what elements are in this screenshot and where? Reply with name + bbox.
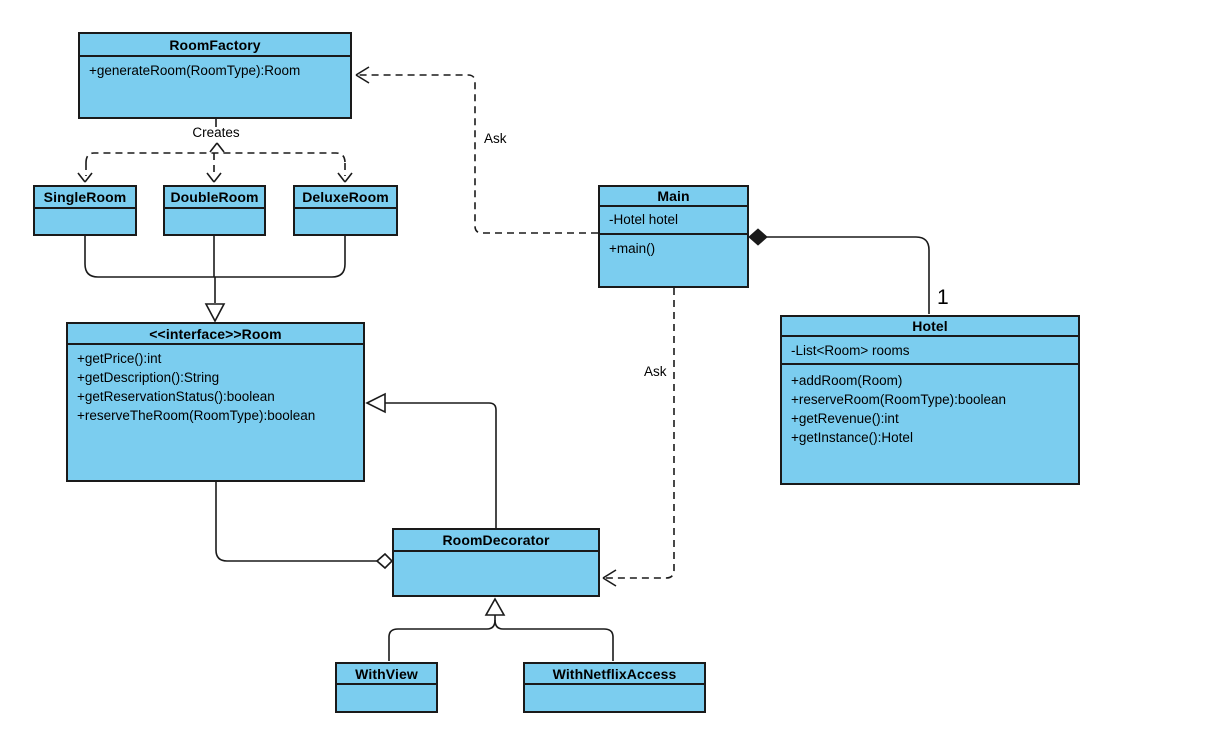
- class-double-room-body: [165, 207, 264, 234]
- class-single-room-title: SingleRoom: [43, 189, 127, 205]
- class-room-interface-title: <<interface>>Room: [149, 325, 282, 342]
- method: +main(): [609, 241, 656, 256]
- composition-main-hotel: [748, 228, 930, 314]
- class-room-decorator-title: RoomDecorator: [442, 532, 550, 548]
- class-main-methods: +main(): [600, 233, 747, 286]
- class-single-room-body: [35, 207, 135, 234]
- label-ask-factory: Ask: [484, 131, 507, 146]
- class-double-room[interactable]: DoubleRoom: [163, 185, 266, 236]
- class-deluxe-room-title: DeluxeRoom: [302, 189, 389, 205]
- class-with-netflix-access[interactable]: WithNetflixAccess: [523, 662, 706, 713]
- class-hotel-methods: +addRoom(Room) +reserveRoom(RoomType):bo…: [782, 363, 1078, 483]
- class-room-factory-title: RoomFactory: [169, 36, 261, 53]
- aggregation-roomdecorator-room: [215, 482, 394, 570]
- class-with-view-title: WithView: [355, 665, 418, 682]
- method: +reserveRoom(RoomType):boolean: [791, 392, 1006, 407]
- class-hotel-title: Hotel: [912, 318, 948, 334]
- class-with-netflix-access-body: [525, 683, 704, 711]
- method: +getReservationStatus():boolean: [77, 389, 275, 404]
- class-room-decorator[interactable]: RoomDecorator: [392, 528, 600, 597]
- class-double-room-title: DoubleRoom: [170, 189, 259, 205]
- class-main[interactable]: Main -Hotel hotel +main(): [598, 185, 749, 288]
- method: +getInstance():Hotel: [791, 430, 913, 445]
- class-hotel[interactable]: Hotel -List<Room> rooms +addRoom(Room) +…: [780, 315, 1080, 485]
- realization-roomdecorator-to-interface: [365, 392, 497, 528]
- label-hotel-multiplicity: 1: [937, 286, 949, 309]
- class-room-factory[interactable]: RoomFactory +generateRoom(RoomType):Room: [78, 32, 352, 119]
- realization-rooms-to-interface: [84, 236, 346, 323]
- dependency-ask-main-to-roomfactory: [355, 66, 598, 234]
- class-with-netflix-access-title: WithNetflixAccess: [552, 665, 677, 682]
- class-deluxe-room[interactable]: DeluxeRoom: [293, 185, 398, 236]
- class-with-view[interactable]: WithView: [335, 662, 438, 713]
- method: +getDescription():String: [77, 370, 220, 385]
- class-room-factory-methods: +generateRoom(RoomType):Room: [80, 55, 350, 117]
- class-room-interface-methods: +getPrice():int +getDescription():String…: [68, 343, 363, 480]
- class-deluxe-room-body: [295, 207, 396, 234]
- method: +reserveTheRoom(RoomType):boolean: [77, 408, 316, 423]
- method: +addRoom(Room): [791, 373, 903, 388]
- label-creates: Creates: [192, 125, 240, 140]
- class-hotel-attributes: -List<Room> rooms: [782, 335, 1078, 363]
- class-single-room[interactable]: SingleRoom: [33, 185, 137, 236]
- class-main-attributes: -Hotel hotel: [600, 205, 747, 233]
- class-main-title: Main: [657, 188, 690, 204]
- class-room-decorator-body: [394, 550, 598, 595]
- method: +getPrice():int: [77, 351, 162, 366]
- attribute: -Hotel hotel: [609, 212, 679, 227]
- class-with-view-body: [337, 683, 436, 711]
- generalization-decorators: [388, 597, 614, 661]
- label-ask-decorator: Ask: [644, 364, 667, 379]
- method: +getRevenue():int: [791, 411, 899, 426]
- attribute: -List<Room> rooms: [791, 343, 910, 358]
- class-room-interface[interactable]: <<interface>>Room +getPrice():int +getDe…: [66, 322, 365, 482]
- dependency-ask-main-to-roomdecorator: [602, 288, 675, 587]
- dependency-creates: [77, 119, 353, 183]
- method: +generateRoom(RoomType):Room: [89, 63, 301, 78]
